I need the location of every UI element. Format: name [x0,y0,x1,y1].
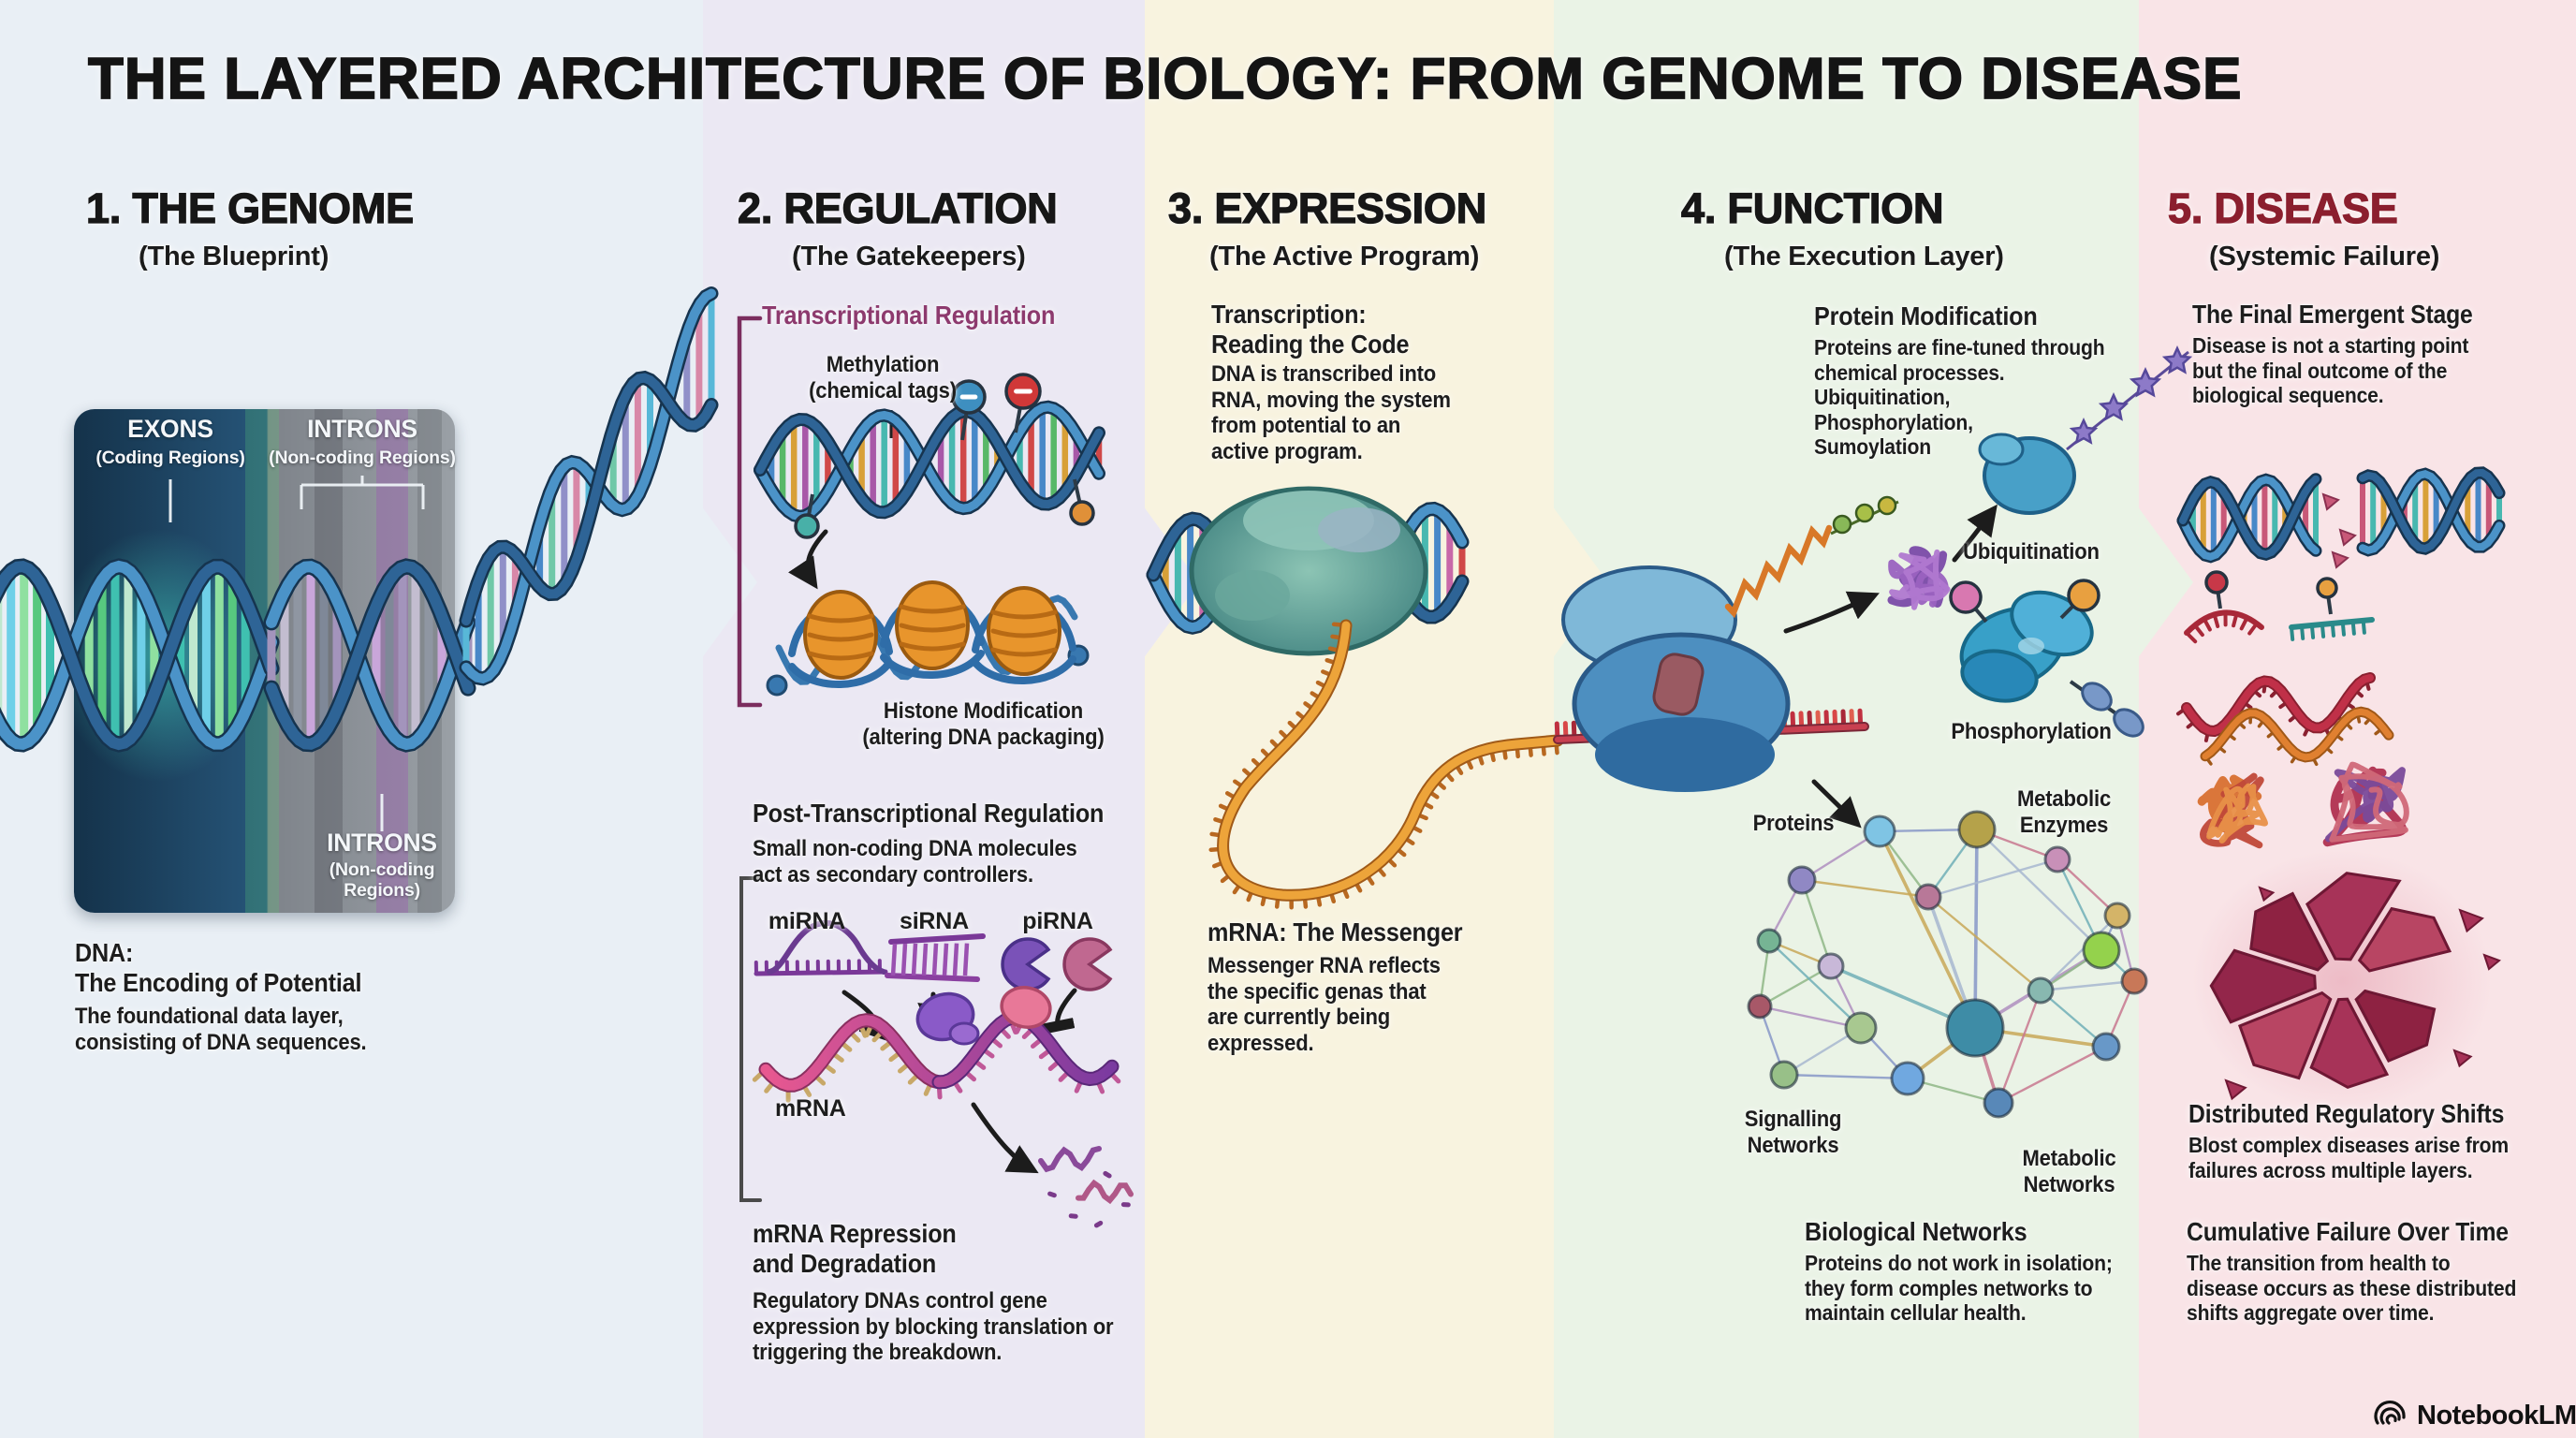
messenger-body: Messenger RNA reflects the specific gena… [1208,953,1441,1057]
post-transcriptional-body: Small non-coding DNA molecules act as se… [753,836,1077,888]
section-regulation-header: 2. REGULATION [737,184,1058,233]
biological-networks-body: Proteins do not work in isolation; they … [1805,1251,2113,1326]
post-transcriptional-title: Post-Transcriptional Regulation [753,799,1105,828]
column-expression-bg [1145,0,1554,1438]
ribosome-cluster [1561,495,1998,829]
biological-network [1747,810,2148,1119]
regulation-brackets [737,315,763,1202]
shattered-cell [2192,850,2501,1112]
mirna-label: miRNA [768,908,846,934]
protein-modification-body: Proteins are fine-tuned through chemical… [1814,335,2105,460]
biological-networks-title: Biological Networks [1805,1217,2027,1246]
notebooklm-logo-text: NotebookLM [2417,1400,2576,1431]
section-disease-subtitle: (Systemic Failure) [2209,242,2440,271]
final-emergent-title: The Final Emergent Stage [2192,300,2473,329]
column-regulation-bg [703,0,1145,1438]
section-disease-header: 5. DISEASE [2167,184,2398,233]
notebooklm-logo-icon [2374,1401,2406,1425]
section-expression-header: 3. EXPRESSION [1167,184,1487,233]
section-expression-subtitle: (The Active Program) [1209,242,1480,271]
dna-caption-body: The foundational data layer, consisting … [75,1004,367,1055]
methylation-helix [754,373,1105,590]
sirna-label: siRNA [899,908,969,934]
proteins-label: Proteins [1752,811,1835,836]
notebooklm-branding: NotebookLM [2372,1397,2576,1434]
exons-sublabel: (Coding Regions) [95,448,245,468]
signalling-networks-label: Signalling Networks [1744,1107,1842,1158]
transcription-title: Transcription: Reading the Code [1211,300,1410,359]
histone-spools [766,580,1090,697]
section-genome-header: 1. THE GENOME [85,184,414,233]
messenger-title: mRNA: The Messenger [1208,917,1463,946]
pirna-label: piRNA [1022,908,1093,934]
protein-modification-title: Protein Modification [1814,301,2038,330]
genome-box-connectors [168,476,425,831]
mrna-fragments [1038,1146,1134,1228]
phosphorylation-label: Phosphorylation [1951,719,2112,744]
introns-label: INTRONS [307,415,417,443]
histone-modification-label: Histone Modification (altering DNA packa… [862,698,1105,750]
regulatory-shifts-body: Blost complex diseases arise from failur… [2188,1133,2510,1182]
section-regulation-subtitle: (The Gatekeepers) [792,242,1026,271]
genome-dna-helix [0,286,719,753]
regulatory-shifts-title: Distributed Regulatory Shifts [2188,1099,2505,1128]
exons-label: EXONS [127,415,213,443]
ubiquitination-figure [1978,345,2193,515]
mrna-repression-body: Regulatory DNAs control gene expression … [753,1288,1114,1366]
mrna-label: mRNA [775,1095,846,1122]
phosphorylation-figure [1949,579,2144,738]
page-title: THE LAYERED ARCHITECTURE OF BIOLOGY: FRO… [87,46,2243,112]
disease-stack [2176,466,2506,849]
introns-sublabel: (Non-coding Regions) [269,448,456,468]
introns-lower-sublabel: (Non-coding Regions) [329,859,435,902]
mrna-repression-title: mRNA Repression and Degradation [753,1219,957,1278]
transcriptional-regulation-title: Transcriptional Regulation [762,301,1056,330]
metabolic-networks-label: Metabolic Networks [2022,1146,2116,1197]
transcription-body: DNA is transcribed into RNA, moving the … [1211,361,1451,465]
section-function-subtitle: (The Execution Layer) [1724,242,2004,271]
introns-lower-label: INTRONS [327,829,437,857]
metabolic-enzymes-label: Metabolic Enzymes [2016,786,2112,838]
final-emergent-body: Disease is not a starting point but the … [2192,333,2469,408]
methylation-label: Methylation (chemical tags) [809,352,957,404]
cumulative-failure-title: Cumulative Failure Over Time [2187,1217,2509,1246]
ubiquitination-label: Ubiquitination [1963,539,2100,565]
section-function-header: 4. FUNCTION [1680,184,1944,233]
section-genome-subtitle: (The Blueprint) [139,242,329,271]
dna-caption-title: DNA: The Encoding of Potential [75,938,362,997]
mrna-wave [752,986,1121,1174]
cumulative-failure-body: The transition from health to disease oc… [2187,1251,2517,1326]
